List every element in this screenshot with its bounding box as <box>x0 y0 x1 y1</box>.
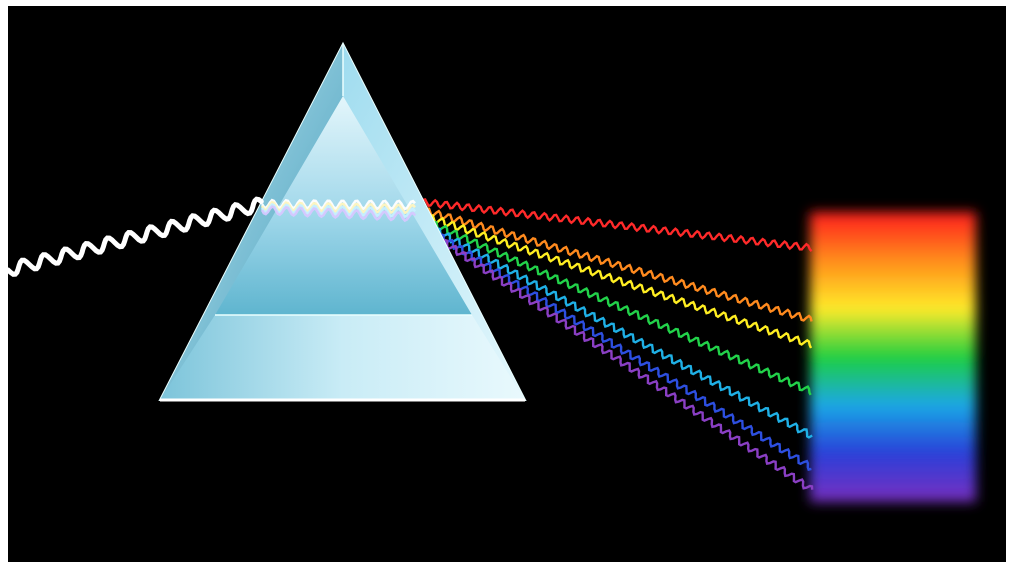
rainbow-spectrum <box>810 212 976 502</box>
spectrum-screen <box>810 212 976 502</box>
prism-bottom-face <box>160 315 525 400</box>
